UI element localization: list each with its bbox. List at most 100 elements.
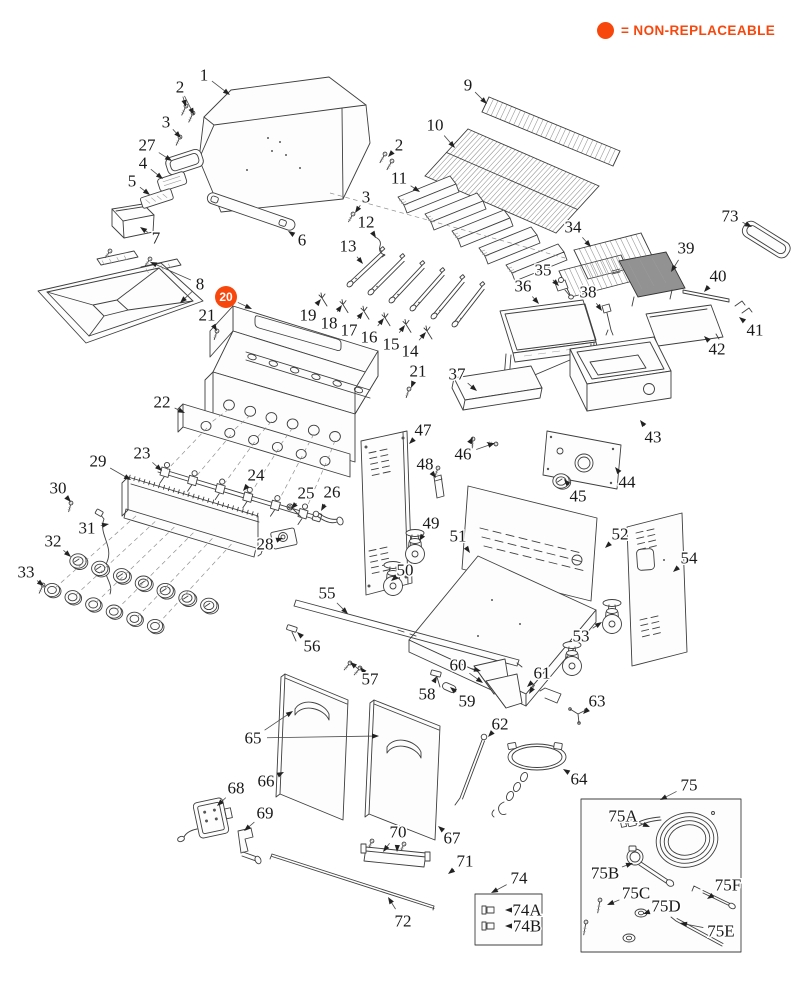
part-label-41: 41 [739,317,765,341]
non-replaceable-dot-icon [597,22,614,39]
screw [379,151,388,164]
svg-text:74A: 74A [512,901,542,920]
svg-text:65: 65 [245,729,262,748]
clip-56 [286,624,298,642]
drip-pan [37,250,204,344]
side-burner-electrode [601,303,614,336]
svg-text:14: 14 [402,342,420,361]
svg-text:24: 24 [248,466,266,485]
svg-text:27: 27 [139,136,157,155]
part-label-50: 50 [391,559,415,581]
svg-text:13: 13 [340,237,357,256]
part-label-54: 54 [673,547,700,572]
part-label-33: 33 [16,561,44,586]
part-label-11: 11 [389,167,420,192]
svg-text:70: 70 [390,823,407,842]
hose-regulator-kit-box [580,798,742,953]
tank-ring [491,742,567,818]
lid-handle [206,192,296,231]
part-label-57: 57 [350,662,381,690]
part-label-3-2: 3 [355,186,372,213]
svg-text:63: 63 [589,692,606,711]
screw [434,465,441,476]
svg-text:69: 69 [257,804,274,823]
screw [405,386,412,399]
part-label-74A: 74A [505,899,544,921]
right-outer-panel [626,512,688,667]
part-label-51: 51 [448,525,470,553]
part-label-17: 17 [339,312,363,341]
part-label-16: 16 [359,318,384,348]
svg-text:37: 37 [449,365,467,384]
svg-text:53: 53 [573,627,590,646]
part-label-67: 67 [438,826,463,849]
svg-text:55: 55 [319,584,336,603]
screw [400,841,407,851]
sear-plate [611,251,686,307]
svg-text:40: 40 [710,267,727,286]
svg-text:2: 2 [395,136,404,155]
clip-58 [430,669,442,688]
part-label-44: 44 [615,467,638,493]
warming-rack [481,96,621,167]
part-label-45: 45 [564,479,588,507]
part-label-61: 61 [527,662,552,694]
side-burner-valve [554,277,574,300]
part-label-23: 23 [132,442,162,471]
svg-text:75: 75 [681,776,698,795]
part-label-55: 55 [317,582,348,614]
part-label-20: 20 [215,286,252,309]
door-rail-bracket [360,843,431,868]
part-label-65: 65 [243,711,379,749]
svg-text:25: 25 [298,484,315,503]
part-label-25: 25 [291,482,316,509]
screw [582,919,589,936]
control-panel [121,474,260,558]
svg-text:11: 11 [391,169,407,188]
name-plate [157,171,188,192]
part-label-46: 46 [453,437,495,465]
svg-text:64: 64 [571,770,589,789]
svg-text:51: 51 [450,527,467,546]
battery-ignition-box [177,797,233,843]
part-label-75: 75 [660,774,699,800]
svg-text:7: 7 [152,229,161,248]
svg-text:20: 20 [219,290,233,304]
firebox [204,305,379,463]
spark-electrodes [318,292,433,340]
svg-text:58: 58 [419,685,436,704]
svg-text:75F: 75F [715,876,741,895]
part-label-7: 7 [140,227,162,249]
part-label-40: 40 [704,265,728,292]
wing-nut [568,707,588,725]
cross-bar [293,599,523,668]
part-label-37: 37 [447,363,477,391]
svg-text:6: 6 [298,231,307,250]
part-label-2-2: 2 [388,134,405,157]
side-burner-table [499,299,599,394]
hook-clip [374,236,386,258]
part-label-3: 3 [160,111,181,138]
legend: = NON-REPLACEABLE [597,22,775,39]
part-label-29: 29 [88,450,131,480]
crossover-tube [312,510,344,526]
brackets-60-61 [473,658,523,709]
part-label-32: 32 [43,530,71,557]
caster [383,561,403,596]
svg-text:15: 15 [383,335,400,354]
screw [181,103,189,116]
svg-text:45: 45 [570,487,587,506]
svg-text:17: 17 [341,321,359,340]
svg-text:32: 32 [45,532,62,551]
part-label-63: 63 [583,690,607,714]
part-label-34: 34 [563,216,591,247]
wire-harness [94,508,112,595]
part-label-52: 52 [605,523,630,548]
part-label-48: 48 [415,453,436,478]
part-label-72: 72 [388,897,413,932]
part-label-75D: 75D [643,895,682,917]
part-label-24: 24 [243,464,267,491]
burner-tubes [346,246,486,328]
